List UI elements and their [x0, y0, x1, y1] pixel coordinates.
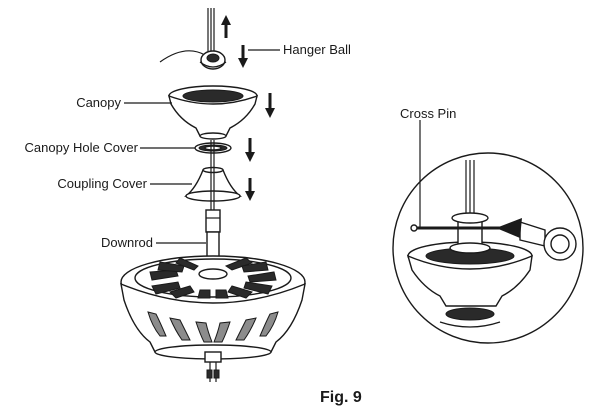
housing-vents [149, 257, 277, 299]
cross-pin-detail-inset [392, 152, 584, 344]
figure-caption: Fig. 9 [320, 389, 362, 406]
label-canopy-hole-cover: Canopy Hole Cover [25, 140, 139, 155]
down-arrow-icon [245, 138, 255, 162]
label-hanger-ball: Hanger Ball [283, 42, 351, 57]
up-arrow-icon [221, 15, 231, 38]
coupling-cover [184, 166, 242, 202]
hanger-ball [199, 50, 227, 70]
label-canopy: Canopy [76, 95, 121, 110]
downrod [205, 140, 221, 273]
down-arrow-icon [245, 178, 255, 201]
motor-housing [120, 255, 306, 382]
lead-wires [159, 8, 215, 63]
canopy [168, 85, 258, 140]
down-arrow-icon [265, 93, 275, 118]
housing-decorative-cutouts [147, 311, 279, 343]
label-coupling-cover: Coupling Cover [57, 176, 147, 191]
leader-lines [124, 49, 280, 244]
down-arrow-icon [238, 45, 248, 68]
label-cross-pin: Cross Pin [400, 106, 456, 121]
canopy-hole-cover [194, 142, 232, 154]
label-downrod: Downrod [101, 235, 153, 250]
